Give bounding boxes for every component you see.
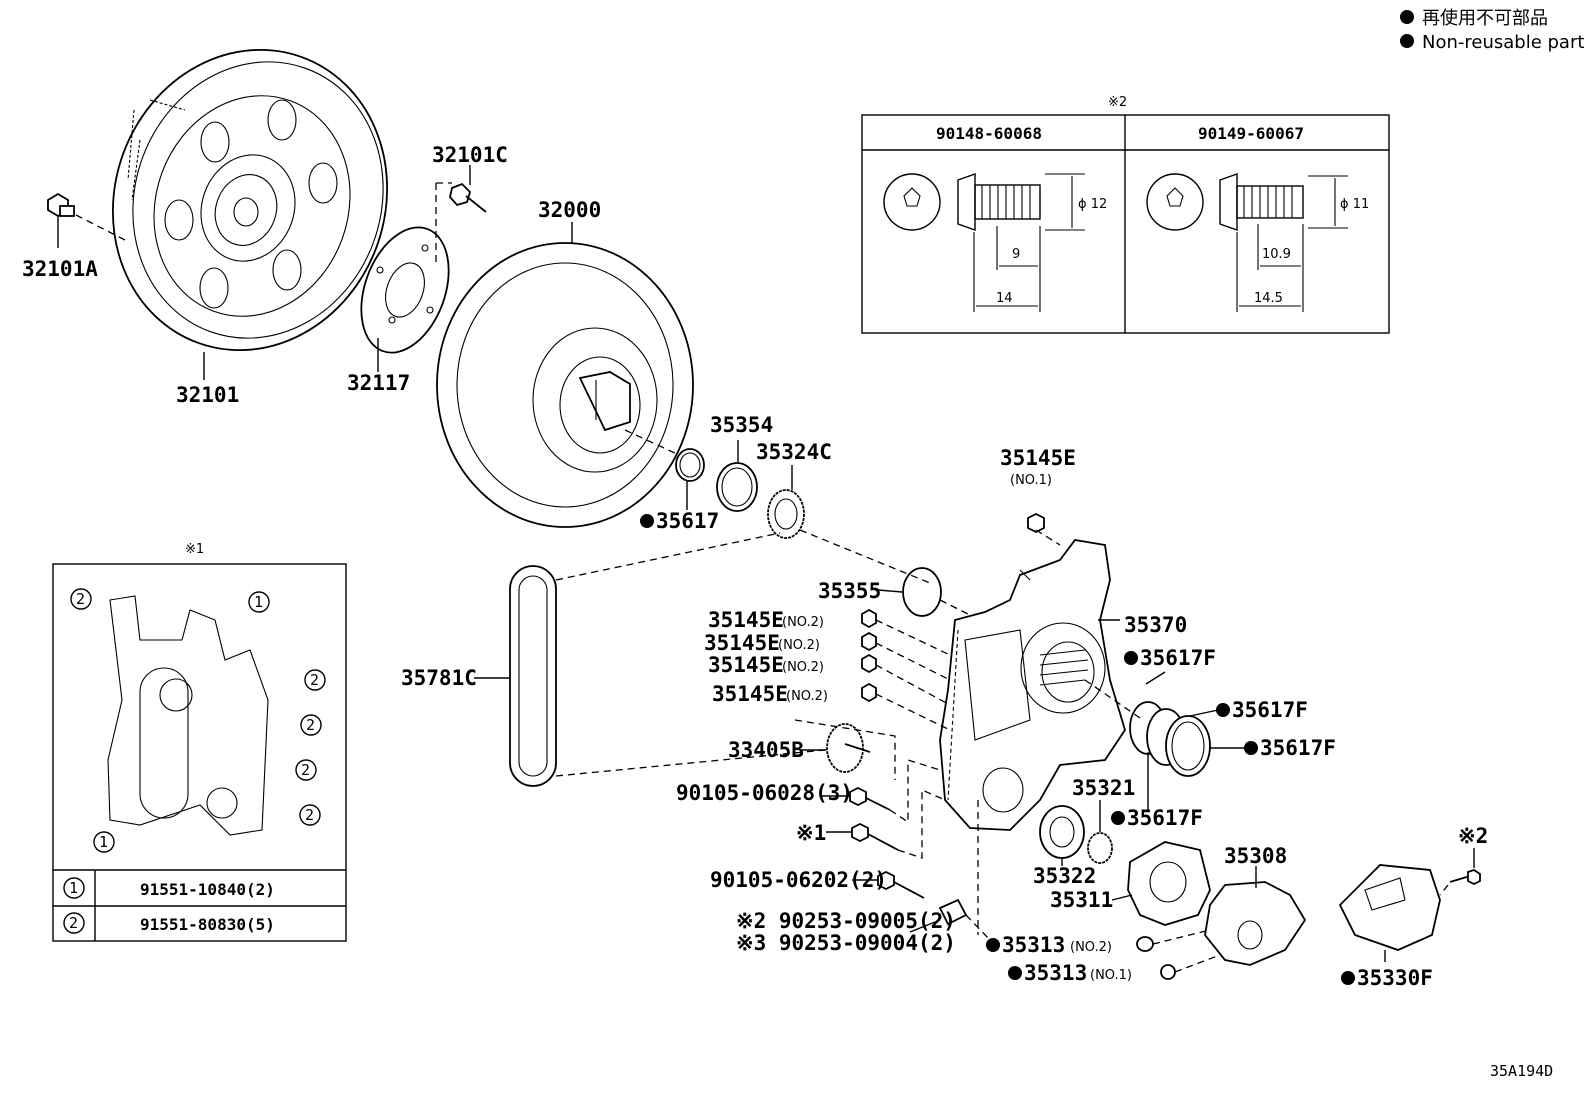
snap-ring-35355 xyxy=(902,567,942,617)
label-35617F-c: 35617F xyxy=(1260,736,1336,760)
legend-en: Non-reusable part xyxy=(1422,32,1584,53)
legend: 再使用不可部品 Non-reusable part xyxy=(1400,8,1584,53)
nut-35145E-no2-b xyxy=(861,631,877,652)
chain-35781C xyxy=(509,565,557,787)
label-35308: 35308 xyxy=(1224,844,1287,868)
plate-32117 xyxy=(360,226,450,354)
label-no2-b: (NO.2) xyxy=(778,638,820,653)
pump-cover-35311 xyxy=(1127,841,1211,926)
note2-col1-dia: ϕ 12 xyxy=(1078,197,1107,212)
label-35617F-a: 35617F xyxy=(1140,646,1216,670)
label-32101: 32101 xyxy=(176,383,239,407)
callout-2a: 2 xyxy=(76,590,85,608)
label-35322: 35322 xyxy=(1033,864,1096,888)
callout-2c: 2 xyxy=(306,716,315,734)
seal-35313-no2 xyxy=(1136,936,1154,952)
bolt-mark2 xyxy=(1449,869,1481,886)
diagram-id: 35A194D xyxy=(1490,1062,1553,1080)
callout-1b: 1 xyxy=(99,833,108,851)
sprocket-33405B xyxy=(826,723,871,773)
nut-35145E-no1 xyxy=(1027,512,1045,534)
note2-col2-len1: 10.9 xyxy=(1262,247,1291,262)
note2-col2-dia: ϕ 11 xyxy=(1340,197,1369,212)
label-90253-09005: ※2 90253-09005(2) xyxy=(736,909,956,933)
note2-col2-len2: 14.5 xyxy=(1254,291,1283,306)
bolt-32101C xyxy=(449,182,487,213)
label-35321: 35321 xyxy=(1072,776,1135,800)
label-35313-no1-sub: (NO.1) xyxy=(1090,968,1132,983)
label-no2-a: (NO.2) xyxy=(782,615,824,630)
label-35145E-b: 35145E xyxy=(704,631,780,655)
nut-35145E-no2-d xyxy=(861,682,877,703)
nut-35145E-no2-a xyxy=(861,608,877,629)
label-35145E-a: 35145E xyxy=(708,608,784,632)
callout-2b: 2 xyxy=(310,671,319,689)
note1-row2-num: 2 xyxy=(69,914,78,932)
note1-row1-num: 1 xyxy=(69,879,78,897)
driven-gear-35322 xyxy=(1039,805,1085,859)
label-35313-no2-sub: (NO.2) xyxy=(1070,940,1112,955)
callout-2e: 2 xyxy=(305,806,314,824)
label-35145E-no1: 35145E xyxy=(1000,446,1076,470)
note1-box: ※1 2 1 2 2 2 2 1 1 91551-10840(2) 2 9155… xyxy=(52,542,347,942)
valve-35308 xyxy=(1204,881,1307,966)
callout-1a: 1 xyxy=(254,593,263,611)
label-35781C: 35781C xyxy=(401,666,477,690)
label-35145E-c: 35145E xyxy=(708,653,784,677)
note2-col1-part: 90148-60068 xyxy=(936,124,1042,143)
label-35617: 35617 xyxy=(656,509,719,533)
snap-ring-35354 xyxy=(716,462,758,512)
note1-row1-part: 91551-10840(2) xyxy=(140,880,275,899)
label-35330F: 35330F xyxy=(1357,966,1433,990)
label-35355: 35355 xyxy=(818,579,881,603)
label-32101C: 32101C xyxy=(432,143,508,167)
bolt-90105-06028 xyxy=(849,786,891,811)
label-35145E-d: 35145E xyxy=(712,682,788,706)
bolt-mark1 xyxy=(851,822,899,851)
note2-col1-len2: 14 xyxy=(996,291,1013,306)
label-35313-no2: 35313 xyxy=(1002,933,1065,957)
label-mark2: ※2 xyxy=(1458,824,1488,848)
seal-35617F-c xyxy=(1165,715,1211,777)
label-35313-no1: 35313 xyxy=(1024,961,1087,985)
label-no2-c: (NO.2) xyxy=(782,660,824,675)
label-35617F-b: 35617F xyxy=(1232,698,1308,722)
pump-body-35370 xyxy=(939,539,1126,831)
label-35311: 35311 xyxy=(1050,888,1113,912)
note1-mark: ※1 xyxy=(185,542,204,557)
note2-col2-part: 90149-60067 xyxy=(1198,124,1304,143)
legend-jp: 再使用不可部品 xyxy=(1422,8,1548,29)
strainer-35330F xyxy=(1338,864,1441,951)
label-32000: 32000 xyxy=(538,198,601,222)
label-35354: 35354 xyxy=(710,413,773,437)
label-35324C: 35324C xyxy=(756,440,832,464)
label-32117: 32117 xyxy=(347,371,410,395)
gear-35324C xyxy=(767,489,805,539)
seal-35617 xyxy=(675,448,705,482)
label-no2-d: (NO.2) xyxy=(786,689,828,704)
nut-35145E-no2-c xyxy=(861,653,877,674)
label-35145E-no1-sub: (NO.1) xyxy=(1010,473,1052,488)
label-mark1: ※1 xyxy=(796,821,826,845)
bolt-32101A xyxy=(47,192,75,218)
note2-col1-len1: 9 xyxy=(1012,247,1020,262)
label-90105-06028: 90105-06028(3) xyxy=(676,781,853,805)
label-90253-09004: ※3 90253-09004(2) xyxy=(736,931,956,955)
label-32101A: 32101A xyxy=(22,257,98,281)
note2-mark: ※2 xyxy=(1108,95,1127,110)
label-33405B: 33405B xyxy=(728,738,804,762)
note2-box: ※2 90148-60068 90149-60067 ϕ 12 9 14 ϕ 1… xyxy=(861,95,1390,334)
bolt-90105-06202 xyxy=(877,870,925,899)
flywheel-32101 xyxy=(112,48,388,352)
callout-2d: 2 xyxy=(301,761,310,779)
torque-converter-32000 xyxy=(436,242,694,528)
drive-gear-35321 xyxy=(1087,832,1113,864)
label-90105-06202: 90105-06202(2) xyxy=(710,868,887,892)
seal-35313-no1 xyxy=(1160,964,1176,980)
label-35370: 35370 xyxy=(1124,613,1187,637)
label-35617F-d: 35617F xyxy=(1127,806,1203,830)
note1-row2-part: 91551-80830(5) xyxy=(140,915,275,934)
